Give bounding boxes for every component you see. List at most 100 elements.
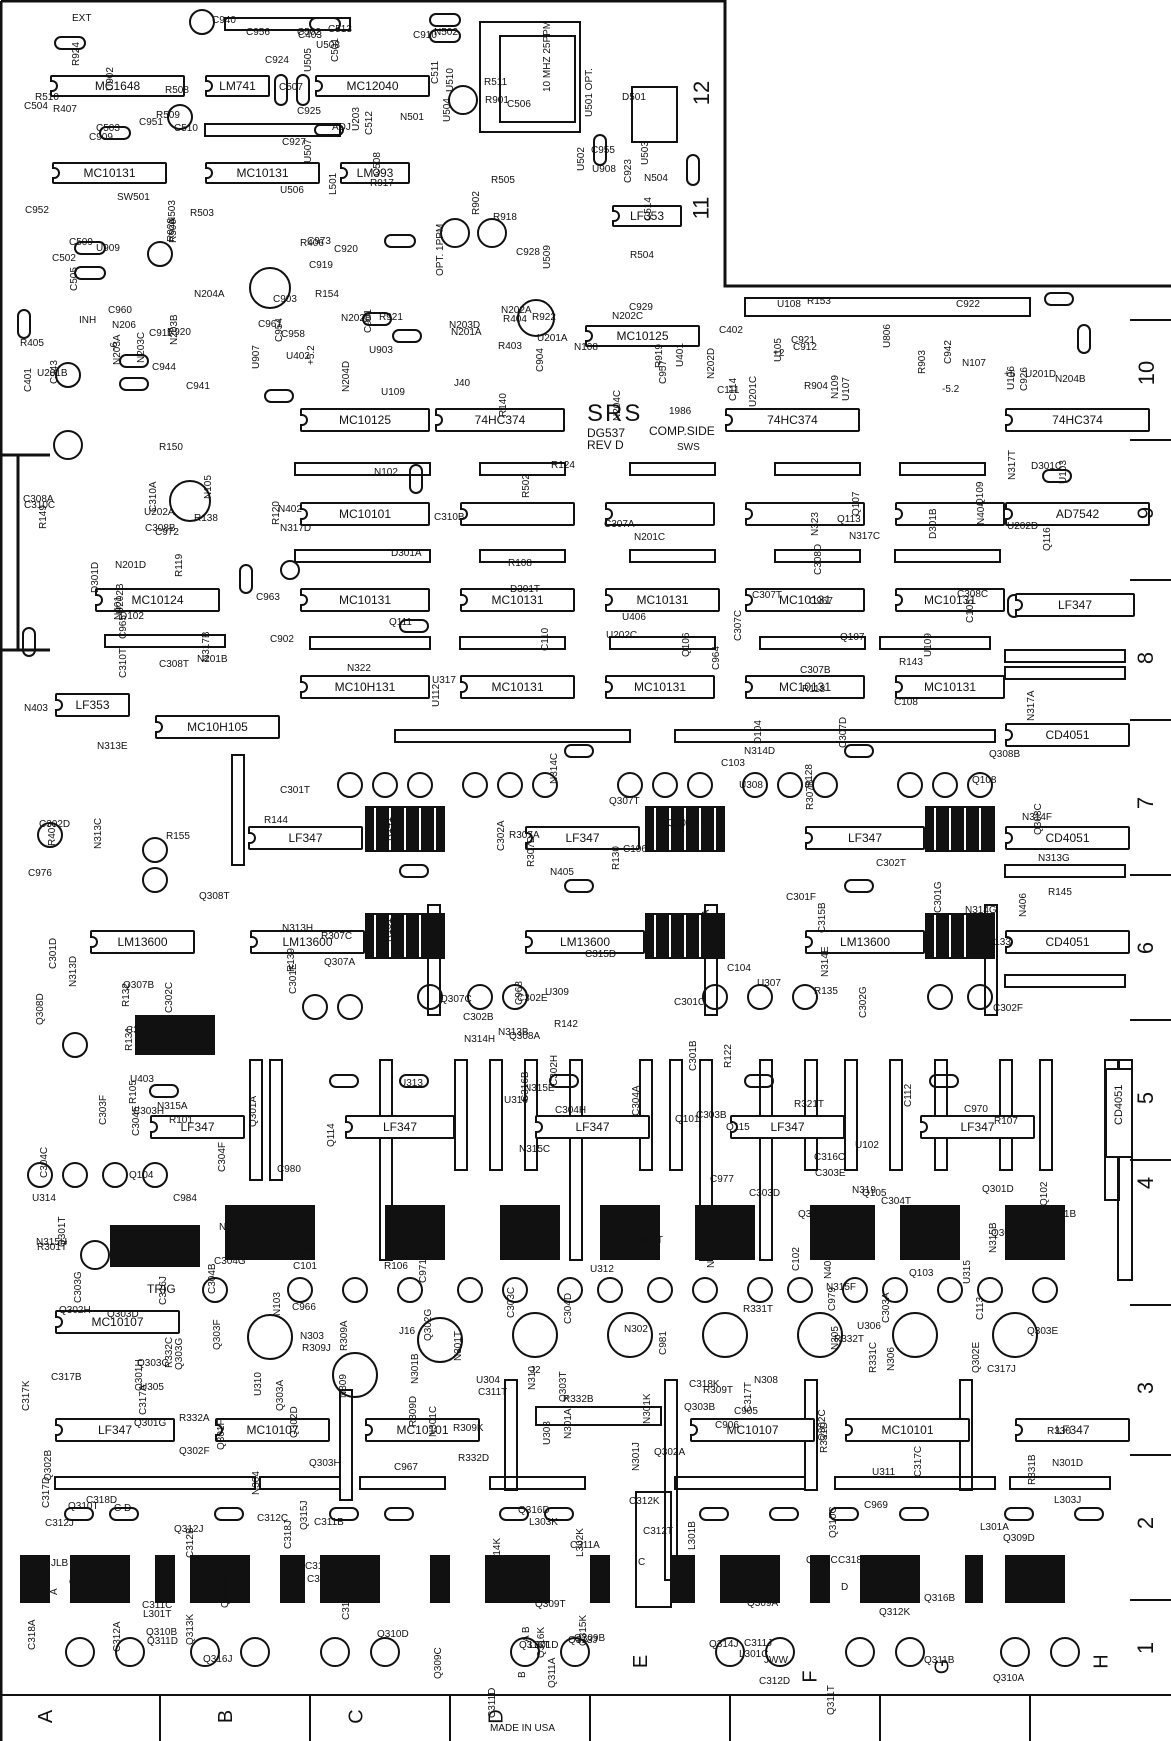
ic-label: LM13600 xyxy=(839,935,891,949)
grid-row-2: 2 xyxy=(1133,1516,1159,1530)
refdes-label: Q105 xyxy=(862,1188,887,1199)
refdes-label: N314E xyxy=(820,946,831,977)
resistor-array-stripes xyxy=(374,808,981,957)
refdes-label: C928 xyxy=(516,247,540,258)
refdes-label: R118 xyxy=(802,684,826,695)
refdes-label: C910 xyxy=(413,30,437,41)
refdes-label: U907 xyxy=(251,345,262,369)
refdes-label: Q116 xyxy=(1042,527,1053,551)
refdes-label: C311T xyxy=(478,1387,508,1398)
refdes-label: Q310B xyxy=(146,1627,178,1638)
refdes-label: N201A xyxy=(451,327,482,338)
refdes-label: N308 xyxy=(754,1375,778,1386)
refdes-label: Q107 xyxy=(851,491,862,516)
ic-u202b: MC10131 xyxy=(605,675,715,699)
side-label: COMP.SIDE xyxy=(649,424,715,438)
refdes-label: Q312J xyxy=(174,1524,204,1535)
refdes-label: C302T xyxy=(876,858,907,869)
refdes-label: R307D xyxy=(526,835,537,867)
refdes-label: R404 xyxy=(503,314,527,325)
refdes-label: R309D xyxy=(408,1395,419,1427)
refdes-label: C902 xyxy=(270,634,294,645)
refdes-label: Q314K xyxy=(492,1537,503,1569)
refdes-label: N323 xyxy=(810,512,821,536)
refdes-label: R307B xyxy=(805,779,816,810)
refdes-label: R309J xyxy=(302,1343,331,1354)
refdes-label: Q308B xyxy=(989,749,1021,760)
refdes-label: U202B xyxy=(115,583,126,614)
refdes-label: N107 xyxy=(962,358,986,369)
refdes-label: U313 xyxy=(399,1078,423,1089)
refdes-label: C967 xyxy=(809,596,833,607)
refdes-label: N206 xyxy=(112,320,136,331)
refdes-label: C310B xyxy=(434,512,465,523)
refdes-label: SW501 xyxy=(117,192,150,203)
initials-label: SWS xyxy=(677,442,700,453)
ic-u813: 74HC374 xyxy=(1005,408,1150,432)
refdes-label: N306 xyxy=(886,1347,897,1371)
revision-label: REV D xyxy=(587,438,624,452)
year-label: 1986 xyxy=(669,406,692,417)
refdes-label: C D xyxy=(114,1503,132,1514)
refdes-label: Q301D xyxy=(982,1184,1014,1195)
refdes-label: C302G xyxy=(858,986,869,1018)
refdes-label: N317D xyxy=(280,523,312,534)
ic-u201d: MC10131 xyxy=(895,588,1005,612)
refdes-label: Q316D xyxy=(518,1505,550,1516)
refdes-label: Q309A xyxy=(747,1598,779,1609)
ic-lf347-b: LF347 xyxy=(805,826,925,850)
refdes-label: N314F xyxy=(1022,812,1053,823)
refdes-label: C304C xyxy=(39,1146,50,1178)
refdes-label: N501 xyxy=(400,112,424,123)
grid-row-11: 11 xyxy=(688,196,714,220)
ic-label: LF347 xyxy=(288,831,323,845)
refdes-label: Q111 xyxy=(389,617,412,628)
grid-row-9: 9 xyxy=(1133,506,1159,520)
refdes-label: N202A xyxy=(501,305,532,316)
refdes-label: Q102 xyxy=(1039,1181,1050,1206)
refdes-label: U509 xyxy=(542,245,553,269)
refdes-label: C302B xyxy=(463,1012,494,1023)
refdes-label: R119 xyxy=(174,553,185,577)
refdes-label: C301C xyxy=(674,997,706,1008)
refdes-label: C317C xyxy=(913,1445,924,1477)
discretes xyxy=(17,13,1104,1521)
ic-label: MC10131 xyxy=(83,166,136,180)
refdes-label: N313E xyxy=(97,741,128,752)
refdes-label: N201C xyxy=(634,532,666,543)
refdes-label: C303E xyxy=(815,1168,846,1179)
refdes-label: R332T xyxy=(834,1334,865,1345)
refdes-label: C503 xyxy=(96,123,120,134)
ic-label: LF347 xyxy=(960,1120,995,1134)
refdes-label: Q310C xyxy=(828,1506,839,1538)
refdes-label: Q307C xyxy=(440,994,472,1005)
refdes-label: JWW xyxy=(764,1655,788,1666)
refdes-label: +6 xyxy=(1004,369,1016,380)
refdes-label: N102 xyxy=(374,467,398,478)
refdes-label: Q301T xyxy=(57,1216,68,1247)
refdes-label: C105 xyxy=(965,599,976,623)
refdes-label: Q310D xyxy=(377,1629,409,1640)
ic-mc10124: MC10124 xyxy=(95,588,220,612)
refdes-label: C307B xyxy=(800,665,831,676)
refdes-label: Q301F xyxy=(216,1419,227,1450)
refdes-label: U202A xyxy=(144,507,175,518)
refdes-label: C927 xyxy=(282,137,306,148)
refdes-label: U202C xyxy=(606,630,638,641)
ic-block-n204b xyxy=(605,502,715,526)
refdes-label: N303 xyxy=(300,1331,324,1342)
refdes-label: R103 xyxy=(821,1233,845,1244)
refdes-label: N315D xyxy=(219,1222,251,1233)
refdes-label: N317T xyxy=(1007,449,1018,480)
refdes-label: C955 xyxy=(591,145,615,156)
ic-u310: LF347 xyxy=(55,1418,175,1442)
refdes-label: C312D xyxy=(759,1676,791,1687)
refdes-label: C301T xyxy=(280,785,311,796)
refdes-label: R104 xyxy=(291,1245,315,1256)
ic-u313: LF347 xyxy=(345,1115,455,1139)
refdes-label: R151 xyxy=(383,918,394,942)
refdes-label: Q313K xyxy=(185,1613,196,1645)
refdes-label: N204A xyxy=(194,289,225,300)
refdes-label: J2 xyxy=(530,1365,541,1376)
refdes-label: Q310T xyxy=(68,1501,99,1512)
